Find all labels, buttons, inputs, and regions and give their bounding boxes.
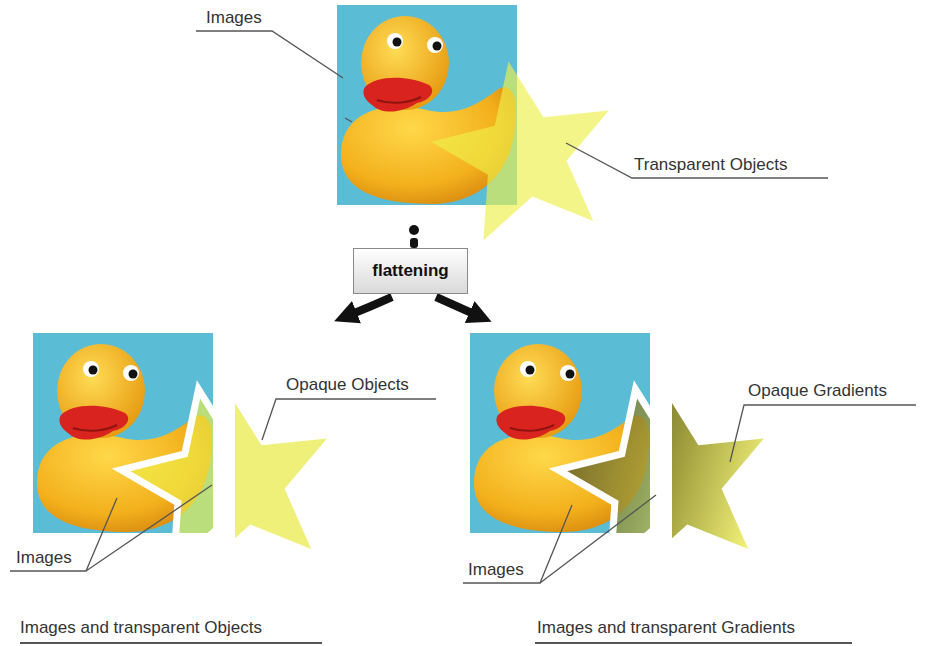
- process-box: flattening: [353, 248, 468, 294]
- part-label: Transparent Objects: [634, 155, 787, 175]
- part-label: Opaque Objects: [286, 375, 409, 395]
- part-label: Images: [16, 548, 72, 568]
- caption-label: Images and transparent Objects: [20, 618, 262, 638]
- caption-label: Images and transparent Gradients: [537, 618, 795, 638]
- part-label: Images: [468, 560, 524, 580]
- part-label: Opaque Gradients: [748, 381, 887, 401]
- step-label: flattening: [372, 261, 449, 281]
- part-label: Images: [206, 8, 262, 28]
